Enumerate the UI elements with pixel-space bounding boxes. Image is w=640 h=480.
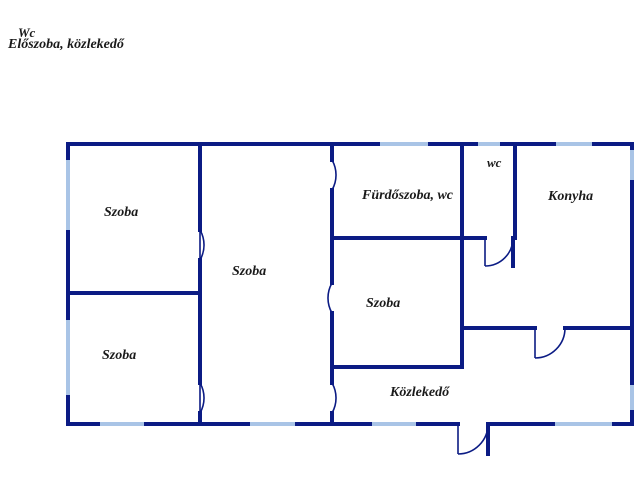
door-szoba-bottom-left <box>199 382 205 414</box>
door-center-room <box>327 282 333 314</box>
interior-walls <box>66 142 634 426</box>
door-entrance <box>457 422 490 456</box>
room-label-szoba-bottom-left: Szoba <box>102 348 136 363</box>
door-hall-middle <box>331 382 337 414</box>
door-wc <box>484 236 515 268</box>
plan-title: Előszoba, közlekedő <box>7 37 125 52</box>
windows <box>66 142 634 426</box>
door-kitchen <box>534 327 566 359</box>
room-label-kozlekedo: Közlekedő <box>389 385 450 400</box>
exterior-walls <box>66 142 634 426</box>
room-label-wc: wc <box>487 155 502 170</box>
doors <box>199 159 566 456</box>
wc-header-label: Wc <box>18 25 36 40</box>
room-label-konyha: Konyha <box>547 189 593 204</box>
door-bathroom <box>331 159 337 191</box>
room-label-furdoszoba: Fürdőszoba, wc <box>361 188 454 203</box>
room-label-szoba-center: Szoba <box>366 296 400 311</box>
room-label-szoba-top-left: Szoba <box>104 205 138 220</box>
room-label-szoba-middle: Szoba <box>232 264 266 279</box>
door-szoba-top-left <box>199 229 205 261</box>
